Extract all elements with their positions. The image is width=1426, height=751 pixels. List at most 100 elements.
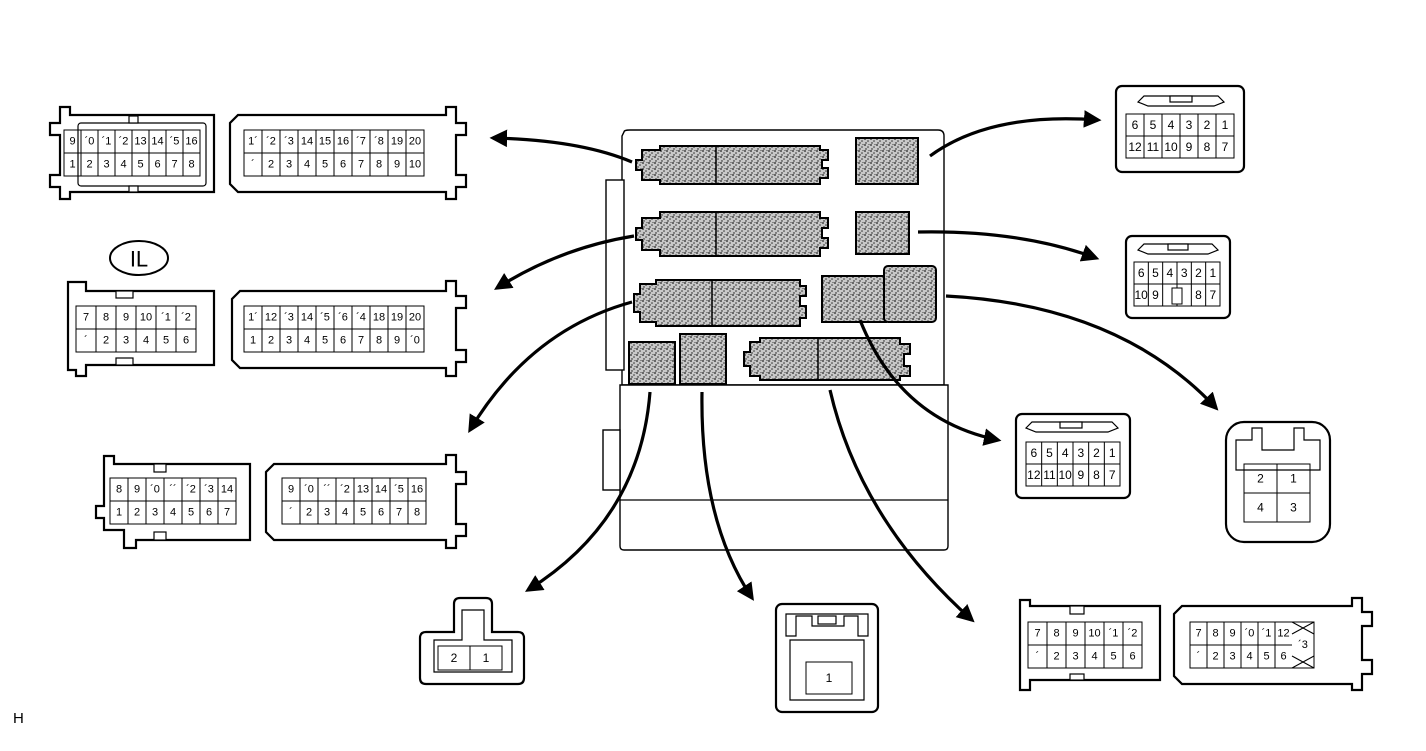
pin-mid_right-2-2: 9 xyxy=(1152,288,1159,302)
pin-low_left_a-2-6: 6 xyxy=(206,507,212,519)
pin-mid_left_b-1-5: ´5 xyxy=(320,312,330,324)
connector-bottom-right-b xyxy=(1172,596,1374,692)
pin-mid_right-1-3: 4 xyxy=(1166,266,1173,280)
pin-top_right-1-1: 6 xyxy=(1132,118,1139,132)
block-socket-8 xyxy=(628,341,676,385)
pin-mid_left_b-2-10: ´0 xyxy=(410,335,420,347)
pin-bottom_right_a-2-3: 3 xyxy=(1072,651,1078,663)
pin-low_left_a-1-3: ´0 xyxy=(150,484,160,496)
pin-low_left_b-2-7: 7 xyxy=(396,507,402,519)
pin-far_right-1-2: 1 xyxy=(1290,472,1297,486)
pin-low_left_b-1-8: 16 xyxy=(411,484,423,496)
pin-bottom_right_a-1-4: 10 xyxy=(1088,628,1100,640)
pin-top_left_a-1-2: ´0 xyxy=(85,136,95,148)
pin-top_left_b-2-4: 4 xyxy=(304,159,310,171)
pin-top_left_b-1-7: ´7 xyxy=(356,136,366,148)
connector-low-left-a xyxy=(94,454,252,550)
pin-mid_left_b-2-3: 3 xyxy=(286,335,292,347)
pin-bottom_right_b-2-2: 2 xyxy=(1212,651,1218,663)
pin-top_left_b-1-5: 15 xyxy=(319,136,331,148)
pin-bottom_right_a-2-2: 2 xyxy=(1053,651,1059,663)
pin-top_left_b-2-6: 6 xyxy=(340,159,346,171)
pin-low_left_a-1-1: 8 xyxy=(116,484,122,496)
pin-center_right-2-2: 11 xyxy=(1043,468,1056,482)
pin-mid_right-2-6: 7 xyxy=(1209,288,1216,302)
pin-top_right-1-2: 5 xyxy=(1150,118,1157,132)
figure-label: H xyxy=(13,710,24,727)
pin-low_left_b-1-4: ´2 xyxy=(340,484,350,496)
pin-top_left_a-1-5: 13 xyxy=(134,136,146,148)
pin-mid_right-1-6: 1 xyxy=(1209,266,1216,280)
pin-low_left_a-1-6: ´3 xyxy=(204,484,214,496)
pin-bottom_right_b-1-6: 12 xyxy=(1277,628,1289,640)
pin-mid_left_a-1-4: 10 xyxy=(140,312,152,324)
pin-center_right-1-3: 4 xyxy=(1062,446,1069,460)
pin-mid_left_a-1-3: 9 xyxy=(123,312,129,324)
pin-low_left_a-2-7: 7 xyxy=(224,507,230,519)
pin-mid_left_b-1-4: 14 xyxy=(301,312,313,324)
pin-top_left_b-1-2: ´2 xyxy=(266,136,276,148)
pin-mid_left_b-2-1: 1 xyxy=(250,335,256,347)
pin-top_left_b-2-5: 5 xyxy=(322,159,328,171)
pin-top_left_b-1-1: 1´ xyxy=(248,136,258,148)
pin-mid_right-2-1: 10 xyxy=(1134,288,1148,302)
pin-mid_left_a-1-6: ´2 xyxy=(181,312,191,324)
pin-top_left_a-2-7: 7 xyxy=(171,159,177,171)
pin-top_right-1-4: 3 xyxy=(1186,118,1193,132)
pin-bottom_right_a-2-1: ´ xyxy=(1036,651,1040,663)
pin-low_left_a-2-1: 1 xyxy=(116,507,122,519)
pin-top_left_b-1-3: ´3 xyxy=(284,136,294,148)
pin-bottom-two-pin-1: 2 xyxy=(451,651,458,665)
pin-mid_right-1-5: 2 xyxy=(1195,266,1202,280)
pin-top_right-2-6: 7 xyxy=(1222,140,1229,154)
pin-top_left_b-1-4: 14 xyxy=(301,136,313,148)
block-socket-10 xyxy=(743,337,911,381)
pin-top_left_a-1-4: ´2 xyxy=(119,136,129,148)
pin-mid_left_a-1-1: 7 xyxy=(83,312,89,324)
pin-low_left_b-2-1: ´ xyxy=(289,507,293,519)
pin-low_left_b-1-1: 9 xyxy=(288,484,294,496)
pin-mid_left_a-1-2: 8 xyxy=(103,312,109,324)
pin-mid_left_b-1-10: 20 xyxy=(409,312,421,324)
pin-low_left_a-1-2: 9 xyxy=(134,484,140,496)
pin-top_right-2-3: 10 xyxy=(1164,140,1178,154)
pin-top_right-2-5: 8 xyxy=(1204,140,1211,154)
pin-bottom_right_a-2-5: 5 xyxy=(1110,651,1116,663)
pin-bottom-two-pin-2: 1 xyxy=(483,651,490,665)
connector-far-right xyxy=(1224,420,1332,544)
pin-top_right-1-3: 4 xyxy=(1168,118,1175,132)
pin-mid_left_b-2-4: 4 xyxy=(304,335,310,347)
pin-low_left_b-2-5: 5 xyxy=(360,507,366,519)
pin-top_left_b-2-2: 2 xyxy=(268,159,274,171)
pin-mid_left_a-2-2: 2 xyxy=(103,335,109,347)
pin-center_right-1-6: 1 xyxy=(1109,446,1116,460)
pin-mid_left_b-2-2: 2 xyxy=(268,335,274,347)
pin-mid_right-1-1: 6 xyxy=(1138,266,1145,280)
pin-bottom-one-pin-1: 1 xyxy=(826,671,833,685)
pin-bottom_right_b-2-4: 4 xyxy=(1246,651,1252,663)
pin-mid_left_b-2-5: 5 xyxy=(322,335,328,347)
pin-mid_left_a-2-5: 5 xyxy=(163,335,169,347)
pin-bottom_right_a-1-2: 8 xyxy=(1053,628,1059,640)
pin-mid_left_b-2-6: 6 xyxy=(340,335,346,347)
pin-top_left_a-1-7: ´5 xyxy=(170,136,180,148)
pin-bottom_right_a-2-4: 4 xyxy=(1091,651,1097,663)
pin-top_left_a-2-6: 6 xyxy=(154,159,160,171)
pin-bottom_right_b-2-3: 3 xyxy=(1229,651,1235,663)
pin-top_left_a-2-3: 3 xyxy=(103,159,109,171)
connector-bottom-two-pin xyxy=(418,596,526,686)
pin-top_left_b-2-3: 3 xyxy=(286,159,292,171)
pin-low_left_b-2-3: 3 xyxy=(324,507,330,519)
pin-mid_left_a-2-1: ´ xyxy=(84,335,88,347)
connector-mid-right xyxy=(1124,234,1232,320)
pin-top_left_a-2-4: 4 xyxy=(120,159,126,171)
pin-far_right-2-1: 4 xyxy=(1257,501,1264,515)
pin-far_right-2-2: 3 xyxy=(1290,501,1297,515)
pin-center_right-1-2: 5 xyxy=(1046,446,1053,460)
pin-low_left_b-2-8: 8 xyxy=(414,507,420,519)
pin-bottom_right_b-1-1: 7 xyxy=(1195,628,1201,640)
pin-center_right-2-1: 12 xyxy=(1027,468,1041,482)
pin-low_left_a-1-5: ´2 xyxy=(186,484,196,496)
pin-bottom_right_b-2-6: 6 xyxy=(1280,651,1286,663)
pin-low_left_a-2-5: 5 xyxy=(188,507,194,519)
